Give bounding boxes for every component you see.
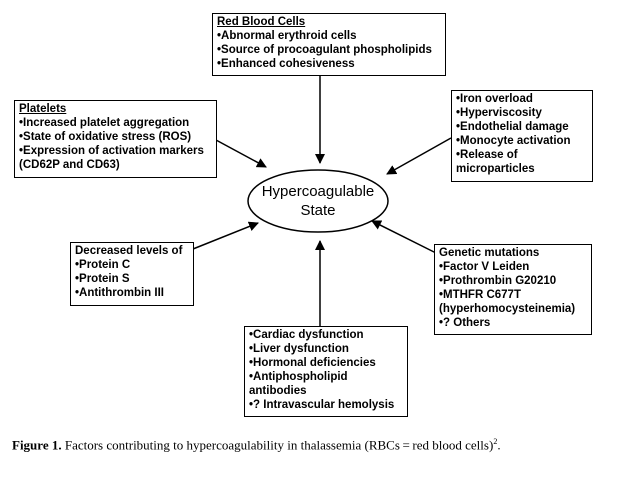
arrow-genetic xyxy=(371,220,437,254)
platelets-item: (CD62P and CD63) xyxy=(19,159,120,171)
platelets-item: •Increased platelet aggregation xyxy=(19,117,190,129)
center-label: Hypercoagulable State xyxy=(248,170,388,232)
genetic-item: •MTHFR C677T xyxy=(439,289,521,301)
decreased-box: Decreased levels of •Protein C •Protein … xyxy=(70,242,194,306)
arrow-platelets xyxy=(215,139,267,168)
arrow-decreased xyxy=(192,221,259,250)
organ-item: •? Intravascular hemolysis xyxy=(249,399,395,411)
genetic-title: Genetic mutations xyxy=(439,247,540,259)
decreased-title: Decreased levels of xyxy=(75,245,183,257)
rbc-item: •Abnormal erythroid cells xyxy=(217,30,357,42)
organ-item: •Liver dysfunction xyxy=(249,343,349,355)
organ-item: •Antiphospholipid xyxy=(249,371,348,383)
center-line-1: Hypercoagulable xyxy=(261,183,375,200)
decreased-item: •Antithrombin III xyxy=(75,287,164,299)
platelets-box: Platelets •Increased platelet aggregatio… xyxy=(14,100,217,178)
rbc-item: •Source of procoagulant phospholipids xyxy=(217,44,432,56)
genetic-box: Genetic mutations •Factor V Leiden •Prot… xyxy=(434,244,592,335)
rbc-item: •Enhanced cohesiveness xyxy=(217,58,355,70)
platelets-item: •Expression of activation markers xyxy=(19,145,204,157)
genetic-item: •? Others xyxy=(439,317,491,329)
genetic-item: •Prothrombin G20210 xyxy=(439,275,557,287)
organ-item: antibodies xyxy=(249,385,307,397)
caption-end: . xyxy=(497,437,501,453)
arrow-iron xyxy=(386,137,452,175)
iron-item: microparticles xyxy=(456,163,535,175)
iron-item: •Iron overload xyxy=(456,93,533,105)
figure-caption: Figure 1. Factors contributing to hyperc… xyxy=(12,437,612,453)
iron-item: •Release of xyxy=(456,149,518,161)
rbc-box: Red Blood Cells •Abnormal erythroid cell… xyxy=(212,13,446,76)
iron-item: •Endothelial damage xyxy=(456,121,569,133)
iron-item: •Monocyte activation xyxy=(456,135,571,147)
center-ellipse xyxy=(247,169,389,233)
iron-box: •Iron overload •Hyperviscosity •Endothel… xyxy=(451,90,593,182)
genetic-item: (hyperhomocysteinemia) xyxy=(439,303,576,315)
platelets-item: •State of oxidative stress (ROS) xyxy=(19,131,192,143)
center-line-2: State xyxy=(300,202,336,219)
decreased-item: •Protein C xyxy=(75,259,131,271)
caption-label: Figure 1. xyxy=(12,437,62,453)
iron-item: •Hyperviscosity xyxy=(456,107,542,119)
organ-box: •Cardiac dysfunction •Liver dysfunction … xyxy=(244,326,408,417)
caption-text: Factors contributing to hypercoagulabili… xyxy=(61,437,494,453)
genetic-item: •Factor V Leiden xyxy=(439,261,530,273)
decreased-item: •Protein S xyxy=(75,273,130,285)
organ-item: •Hormonal deficiencies xyxy=(249,357,376,369)
caption-ref: 2 xyxy=(493,437,498,446)
rbc-title: Red Blood Cells xyxy=(217,16,306,28)
platelets-title: Platelets xyxy=(19,103,67,115)
organ-item: •Cardiac dysfunction xyxy=(249,329,364,341)
